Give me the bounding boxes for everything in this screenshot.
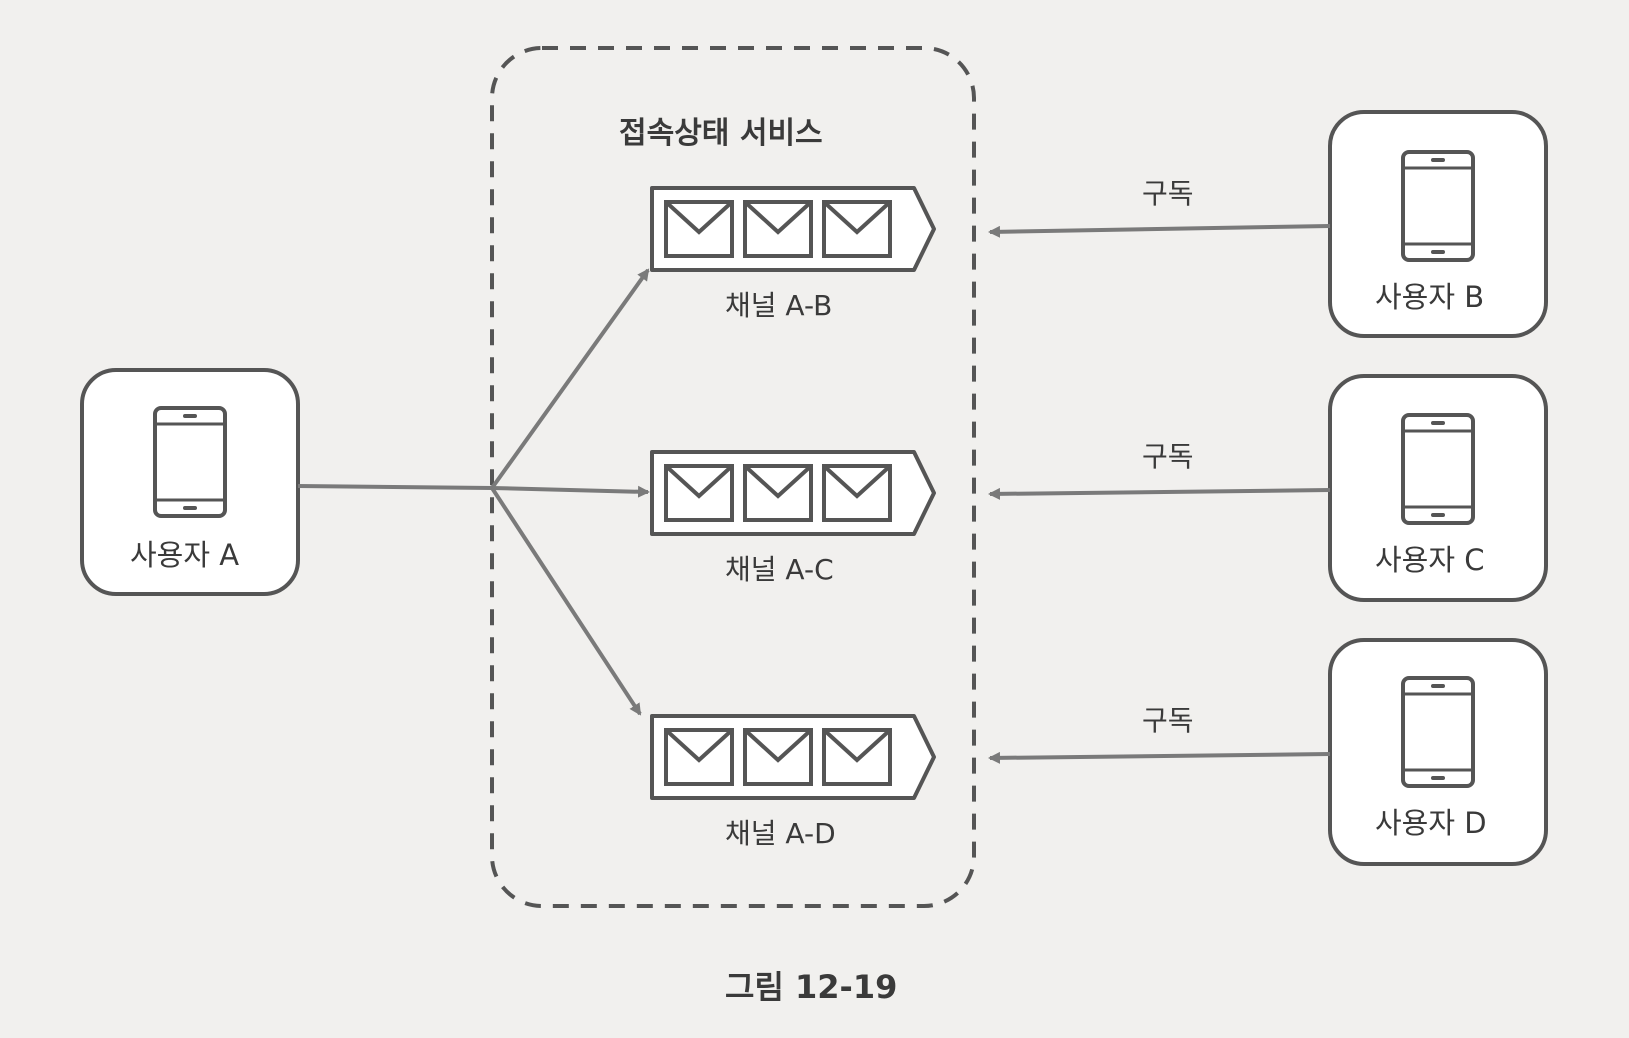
user-a-connector [297, 484, 493, 490]
presence-service-title: 접속상태 서비스 [619, 116, 823, 151]
smartphone-icon [1401, 150, 1475, 262]
subscribe-arrow-d [988, 751, 1331, 764]
publish-arrow-a-b [490, 268, 650, 490]
subscribe-label-b: 구독 [1142, 177, 1194, 210]
channel-a-b-label: 채널 A-B [725, 289, 833, 322]
channel-a-d-label: 채널 A-D [725, 817, 836, 850]
subscribe-label-c: 구독 [1142, 440, 1194, 473]
subscribe-label-d: 구독 [1142, 704, 1194, 737]
channel-a-d-queue-icon [650, 714, 936, 800]
subscribe-arrow-c [988, 487, 1331, 500]
smartphone-icon [1401, 413, 1475, 525]
user-d-label: 사용자 D [1375, 806, 1487, 840]
user-a-label: 사용자 A [130, 538, 240, 572]
channel-a-c-label: 채널 A-C [725, 553, 834, 586]
subscribe-arrow-b [988, 224, 1331, 238]
user-c-label: 사용자 C [1375, 543, 1485, 577]
figure-caption: 그림 12-19 [725, 968, 898, 1006]
channel-a-b-queue-icon [650, 186, 936, 272]
smartphone-icon [1401, 676, 1475, 788]
smartphone-icon [153, 406, 227, 518]
user-b-label: 사용자 B [1375, 280, 1485, 314]
presence-service-container [490, 46, 976, 908]
channel-a-c-queue-icon [650, 450, 936, 536]
publish-arrow-a-c [491, 485, 650, 498]
publish-arrow-a-d [490, 486, 642, 716]
